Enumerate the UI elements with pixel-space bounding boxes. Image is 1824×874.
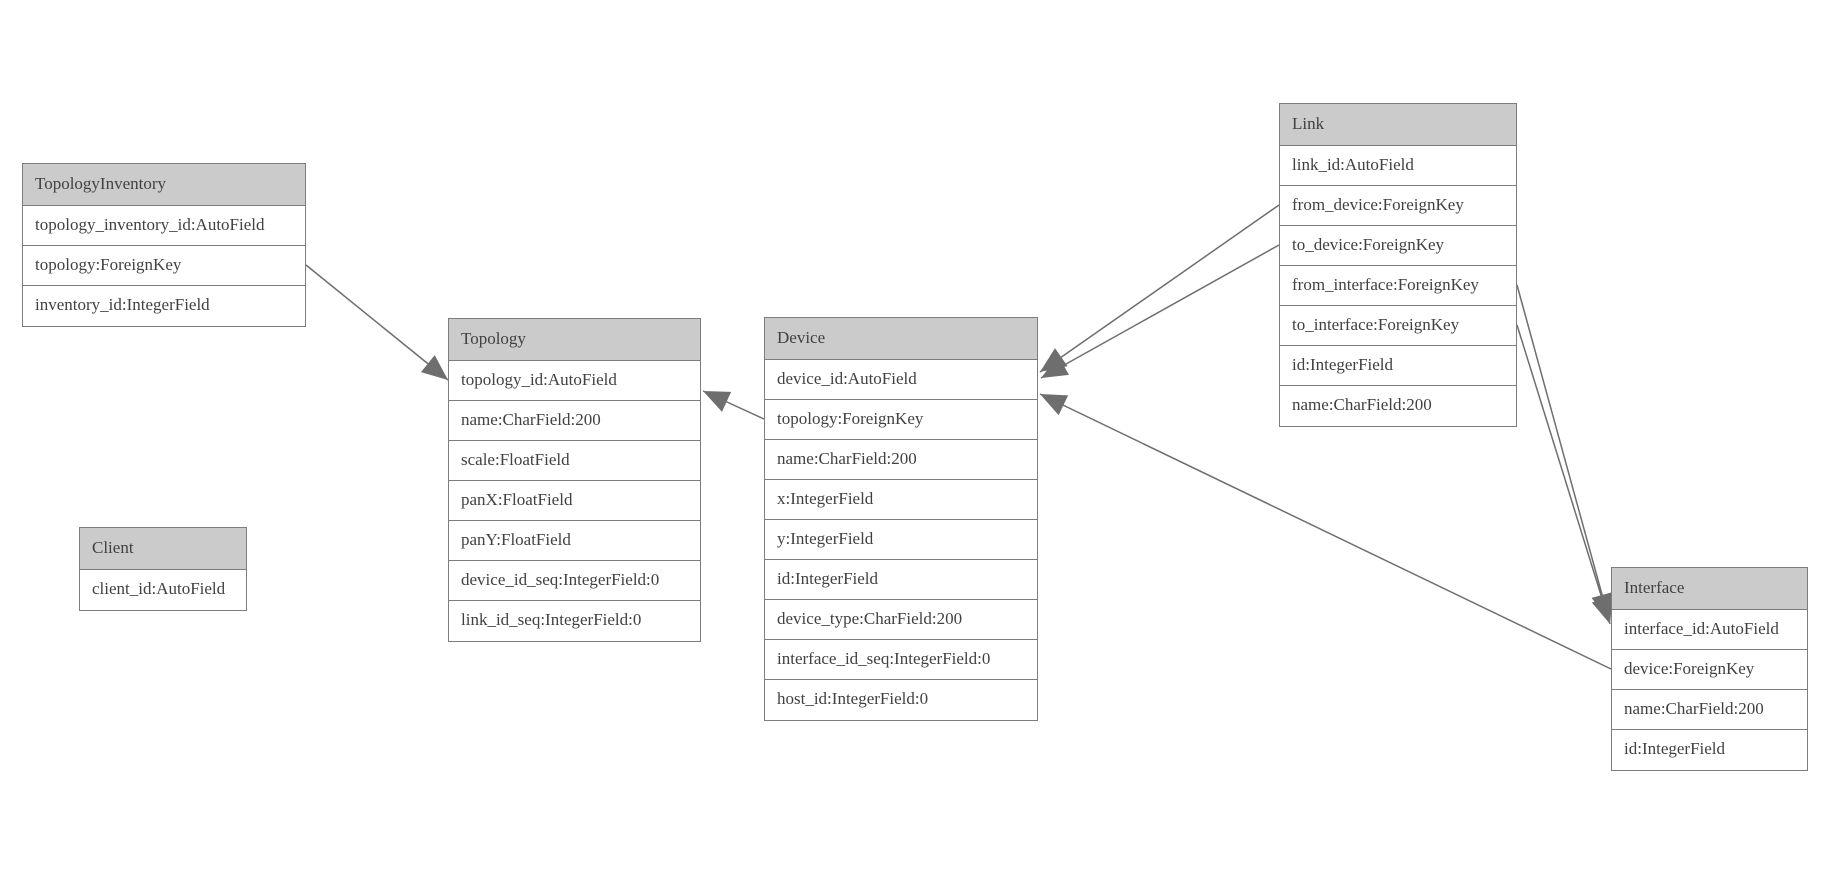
entity-field: interface_id:AutoField	[1612, 610, 1807, 650]
relation-link-fromdevice-device	[1039, 204, 1280, 373]
entity-field: topology_inventory_id:AutoField	[23, 206, 305, 246]
entity-interface: Interface interface_id:AutoField device:…	[1611, 567, 1808, 771]
entity-field: device_id_seq:IntegerField:0	[449, 561, 700, 601]
relation-device-topology	[702, 390, 765, 420]
entity-header-client: Client	[80, 528, 246, 570]
entity-field: link_id_seq:IntegerField:0	[449, 601, 700, 641]
entity-field: x:IntegerField	[765, 480, 1037, 520]
entity-header-topology: Topology	[449, 319, 700, 361]
entity-field: device_id:AutoField	[765, 360, 1037, 400]
entity-field: to_interface:ForeignKey	[1280, 306, 1516, 346]
entity-field: name:CharField:200	[765, 440, 1037, 480]
entity-topology: Topology topology_id:AutoField name:Char…	[448, 318, 701, 642]
entity-field: y:IntegerField	[765, 520, 1037, 560]
entity-field: scale:FloatField	[449, 441, 700, 481]
entity-field: inventory_id:IntegerField	[23, 286, 305, 326]
entity-field: name:CharField:200	[449, 401, 700, 441]
entity-field: topology:ForeignKey	[23, 246, 305, 286]
entity-field: id:IntegerField	[1280, 346, 1516, 386]
entity-header-interface: Interface	[1612, 568, 1807, 610]
entity-field: id:IntegerField	[1612, 730, 1807, 770]
entity-field: link_id:AutoField	[1280, 146, 1516, 186]
entity-field: name:CharField:200	[1280, 386, 1516, 426]
entity-header-topologyinventory: TopologyInventory	[23, 164, 305, 206]
entity-field: panX:FloatField	[449, 481, 700, 521]
relation-link-todevice-device	[1040, 244, 1280, 379]
entity-client: Client client_id:AutoField	[79, 527, 247, 611]
entity-field: from_device:ForeignKey	[1280, 186, 1516, 226]
entity-field: from_interface:ForeignKey	[1280, 266, 1516, 306]
entity-header-link: Link	[1280, 104, 1516, 146]
entity-field: client_id:AutoField	[80, 570, 246, 610]
relation-link-frominterface-interface	[1516, 284, 1613, 621]
relation-interface-device	[1039, 393, 1612, 670]
entity-field: to_device:ForeignKey	[1280, 226, 1516, 266]
entity-topologyinventory: TopologyInventory topology_inventory_id:…	[22, 163, 306, 327]
entity-field: device:ForeignKey	[1612, 650, 1807, 690]
entity-field: topology:ForeignKey	[765, 400, 1037, 440]
relation-link-tointerface-interface	[1516, 324, 1613, 625]
entity-link: Link link_id:AutoField from_device:Forei…	[1279, 103, 1517, 427]
entity-header-device: Device	[765, 318, 1037, 360]
entity-field: name:CharField:200	[1612, 690, 1807, 730]
entity-field: device_type:CharField:200	[765, 600, 1037, 640]
entity-field: host_id:IntegerField:0	[765, 680, 1037, 720]
entity-device: Device device_id:AutoField topology:Fore…	[764, 317, 1038, 721]
entity-field: topology_id:AutoField	[449, 361, 700, 401]
entity-field: id:IntegerField	[765, 560, 1037, 600]
entity-field: interface_id_seq:IntegerField:0	[765, 640, 1037, 680]
relation-topologyinventory-topology	[305, 264, 449, 381]
entity-field: panY:FloatField	[449, 521, 700, 561]
